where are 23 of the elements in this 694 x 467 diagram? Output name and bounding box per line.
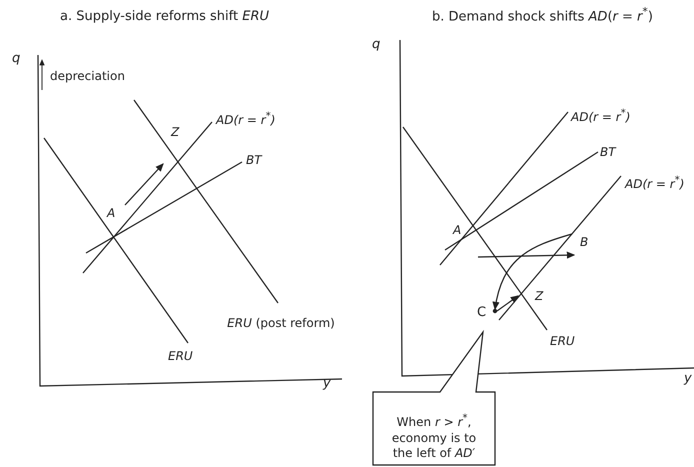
chart-label: y (323, 377, 331, 392)
chart-label: BT (246, 154, 262, 168)
chart-label: B (580, 236, 588, 250)
callout-bubble (372, 330, 496, 466)
chart-label: b. Demand shock shifts AD(r = r$^{*}$) (432, 6, 653, 26)
chart-label: BT (600, 146, 616, 160)
chart-label: Z (171, 126, 180, 140)
chart-label: AD(r = r$^{*}$) (571, 108, 630, 125)
chart-label: AD(r = r$^{*}$) (625, 175, 684, 192)
chart-label: A (107, 207, 116, 221)
chart-label: q (372, 38, 380, 53)
chart-label: y (684, 372, 692, 387)
chart-label: a. Supply-side reforms shift ERU (60, 10, 270, 25)
chart-label: C (477, 306, 486, 321)
chart-label: depreciation (50, 70, 125, 84)
chart-label: Z (535, 290, 544, 304)
chart-label: A (453, 224, 462, 238)
chart-label: ERU (168, 350, 193, 364)
callout-text: When r > r$^{*}$, economy is to the left of AD′ (390, 412, 478, 462)
chart-label: q (12, 52, 20, 67)
chart-label: ERU (post reform) (226, 317, 336, 331)
chart-label: AD(r = r$^{*}$) (216, 111, 276, 128)
chart-label: ERU (550, 335, 575, 349)
